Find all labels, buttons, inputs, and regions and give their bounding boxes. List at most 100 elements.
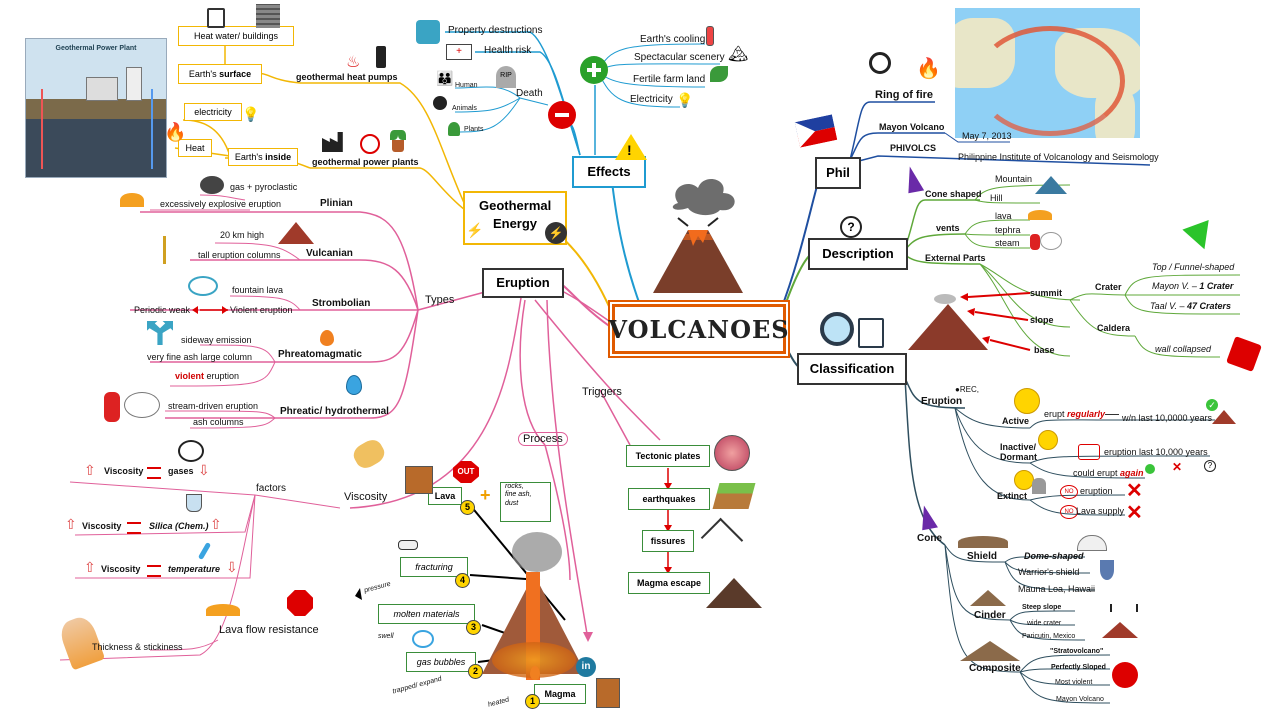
scenery-icon: 🏔 — [728, 46, 749, 63]
smiley-icon — [1014, 388, 1040, 414]
plinian-desc-2: excessively explosive eruption — [160, 199, 282, 209]
vents-label: vents — [936, 223, 960, 233]
electricity-node[interactable]: electricity — [184, 103, 242, 121]
again-word: again — [1120, 468, 1144, 478]
heat-pumps-label: geothermal heat pumps — [296, 72, 398, 82]
tombstone-icon: RIP — [496, 66, 516, 88]
wide-crater-label: wide crater — [1027, 620, 1062, 627]
gas-bubbles-node[interactable]: gas bubbles — [406, 652, 476, 672]
death-label: Death — [516, 88, 543, 99]
diagram-title: Geothermal Power Plant — [55, 45, 137, 52]
equals-2-icon — [127, 522, 141, 534]
magma-escape-node[interactable]: Magma escape — [628, 572, 710, 594]
enter-door-icon — [596, 678, 620, 708]
sleepy-icon — [1038, 430, 1058, 450]
earth-inside-node[interactable]: Earth's inside — [228, 148, 298, 166]
inactive-desc-2: could erupt again — [1073, 468, 1144, 479]
molten-materials-node[interactable]: molten materials — [378, 604, 475, 624]
earth-inside-prefix: Earth's — [234, 152, 266, 162]
extinct-label: Extinct — [997, 491, 1028, 501]
class-eruption-label: Eruption — [921, 396, 963, 407]
checkmark-icon: ✓ — [1206, 399, 1218, 411]
house-icon — [416, 20, 440, 44]
branch-eruption[interactable]: Eruption — [482, 268, 564, 298]
earth-cooling-label: Earth's cooling — [640, 34, 706, 45]
violent-word: violent — [175, 371, 205, 381]
caldera-label: Caldera — [1097, 323, 1131, 333]
viscosity-word-3: Viscosity — [101, 564, 141, 574]
branch-description[interactable]: Description — [808, 238, 908, 270]
hill-label: Hill — [990, 193, 1003, 203]
magma-escape-label: Magma escape — [636, 578, 702, 588]
mayon-crater-count: 1 Crater — [1199, 281, 1234, 291]
flame-icon: 🔥 — [916, 58, 941, 80]
linkedin-icon: in — [576, 657, 596, 677]
ground-crack-icon — [712, 483, 756, 509]
explosion-icon — [120, 193, 144, 207]
extinct-desc-2: Lava supply — [1076, 506, 1125, 516]
steam-cloud-icon — [1040, 232, 1062, 250]
ambulance-icon: + — [446, 44, 472, 60]
electricity-label: electricity — [194, 107, 232, 117]
plinian-label: Plinian — [320, 198, 353, 209]
stop-sign-icon — [287, 590, 313, 616]
flask-icon — [186, 494, 202, 512]
plus-circle-icon — [580, 56, 608, 84]
fountain-icon — [188, 276, 218, 296]
rocks-ash-node: rocks, fine ash, dust — [500, 482, 551, 522]
mountain-label: Mountain — [995, 174, 1033, 184]
x-small-icon: ✕ — [1172, 460, 1183, 474]
summit-label: summit — [1030, 288, 1063, 298]
branch-eruption-label: Eruption — [496, 275, 550, 290]
shield-volcano-icon — [958, 536, 1008, 548]
swell-label: swell — [378, 633, 394, 640]
steam-label: steam — [995, 238, 1020, 248]
lava-node[interactable]: Lava — [428, 487, 462, 505]
mayon-crater-label: Mayon V. – 1 Crater — [1152, 281, 1234, 292]
active-label: Active — [1002, 416, 1030, 426]
could-erupt-word: could erupt — [1073, 468, 1121, 478]
lava-flow-2-icon — [206, 604, 240, 616]
people-icon: 👪 — [436, 70, 454, 86]
viscosity-label: Viscosity — [344, 491, 388, 503]
taal-crater-prefix: Taal V. – — [1150, 301, 1188, 311]
vulcanian-desc-2: tall eruption columns — [198, 250, 281, 260]
thickness-label: Thickness & stickiness — [92, 642, 183, 652]
heat-water-node[interactable]: Heat water/ buildings — [178, 26, 294, 46]
cone-label: Cone — [917, 533, 942, 544]
fracturing-node[interactable]: fracturing — [400, 557, 468, 577]
branch-effects[interactable]: Effects — [572, 156, 646, 188]
branch-phil[interactable]: Phil — [815, 157, 861, 189]
center-node[interactable]: VOLCANOES — [608, 304, 789, 354]
earthquakes-node[interactable]: earthquakes — [628, 488, 710, 510]
violent-eruption-label: Violent eruption — [230, 305, 293, 315]
branch-classification[interactable]: Classification — [797, 353, 907, 385]
composite-label: Composite — [969, 663, 1021, 674]
active-desc-2: w/n last 10,0000 years — [1122, 413, 1213, 423]
mayon-crater-prefix: Mayon V. – — [1152, 281, 1200, 291]
warrior-shield-label: Warrior's shield — [1018, 567, 1080, 577]
fracture-bone-icon — [398, 540, 418, 550]
taal-crater-count: 47 Craters — [1187, 301, 1232, 311]
cinder-volcano-icon — [970, 590, 1006, 606]
tectonic-node[interactable]: Tectonic plates — [626, 445, 710, 467]
base-label: base — [1034, 345, 1055, 355]
fracturing-label: fracturing — [415, 562, 453, 572]
equals-icon — [147, 467, 161, 479]
heat-node[interactable]: Heat — [178, 139, 212, 157]
phreatic-label: Phreatic/ hydrothermal — [280, 406, 389, 417]
ring-of-fire-map — [955, 8, 1140, 138]
fissures-node[interactable]: fissures — [642, 530, 694, 552]
magma-node[interactable]: Magma — [534, 684, 586, 704]
taal-crater-label: Taal V. – 47 Craters — [1150, 301, 1232, 312]
warrior-shield-icon — [1100, 560, 1114, 580]
branch-geothermal[interactable]: Geothermal Energy — [463, 191, 567, 245]
phivolcs-label: PHIVOLCS — [890, 143, 937, 153]
step-5-badge: 5 — [460, 500, 475, 515]
water-drop-blue-icon — [346, 375, 362, 395]
earth-surface-node[interactable]: Earth's surface — [178, 64, 262, 84]
mayon-label: Mayon Volcano — [879, 122, 945, 132]
paw-icon — [433, 96, 447, 110]
branch-description-label: Description — [822, 246, 894, 261]
viscosity-silica-label: Viscosity — [82, 521, 121, 532]
